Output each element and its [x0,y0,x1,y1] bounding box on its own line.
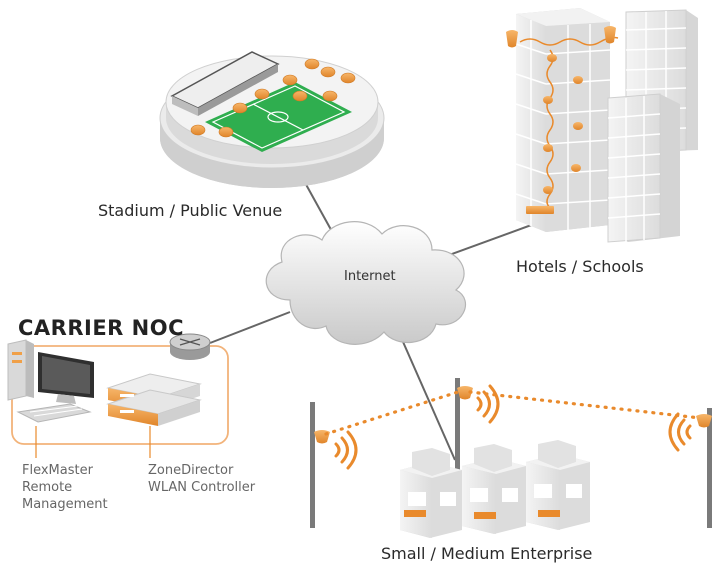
access-point-icon [457,386,473,400]
router-icon [169,333,211,360]
stadium-access-points [190,58,356,138]
wifi-signal-icon [476,384,500,424]
pole-access-points [314,386,712,444]
label-flexmaster-line: Remote [22,480,73,495]
wireless-backhaul [324,390,702,436]
access-point-icon [190,124,206,136]
label-zonedirector-line: WLAN Controller [148,480,256,495]
access-point-icon [604,26,616,44]
access-point-icon [282,74,298,86]
access-point-icon [573,76,583,84]
label-internet: Internet [344,269,396,284]
access-point-icon [322,90,338,102]
carrier-noc [7,333,229,458]
label-flexmaster: FlexMaster Remote Management [22,462,108,513]
label-carrier-noc: CARRIER NOC [18,316,184,340]
access-point-icon [506,30,518,48]
office-buildings [400,440,590,538]
wifi-mesh-links [519,36,619,209]
callout-lines [35,426,151,458]
access-point-icon [696,414,712,428]
access-point-icon [543,96,553,104]
label-flexmaster-line: FlexMaster [22,463,93,478]
hotel-access-points [506,26,616,214]
access-point-icon [543,144,553,152]
label-zonedirector-line: ZoneDirector [148,463,234,478]
cloud-icon [265,221,467,345]
controller-appliance-icon [106,373,202,426]
stadium-illustration [159,51,385,188]
access-point-icon [314,430,330,444]
access-point-icon [340,72,356,84]
enterprise-site [310,378,712,538]
access-point-icon [571,164,581,172]
wifi-signal-icon [668,412,692,452]
access-point-icon [320,66,336,78]
link-noc [209,311,291,344]
hotel-buildings [506,8,698,243]
access-point-icon [232,102,248,114]
link-enterprise [399,334,456,461]
label-flexmaster-line: Management [22,497,108,512]
access-point-icon [543,186,553,194]
access-point-icon [292,90,308,102]
access-point-icon [573,122,583,130]
access-point-icon [218,126,234,138]
access-point-icon [254,88,270,100]
scoreboard [170,51,280,116]
label-hotels: Hotels / Schools [516,257,644,276]
wifi-signal-icon [334,430,358,470]
antenna-pole-icon [310,378,712,528]
label-enterprise: Small / Medium Enterprise [381,544,593,563]
access-point-icon [547,54,557,62]
access-point-icon [304,58,320,70]
label-stadium: Stadium / Public Venue [98,201,283,220]
label-zonedirector: ZoneDirector WLAN Controller [148,462,255,496]
controller-appliance-icon [526,206,554,214]
desktop-computer-icon [7,339,94,423]
